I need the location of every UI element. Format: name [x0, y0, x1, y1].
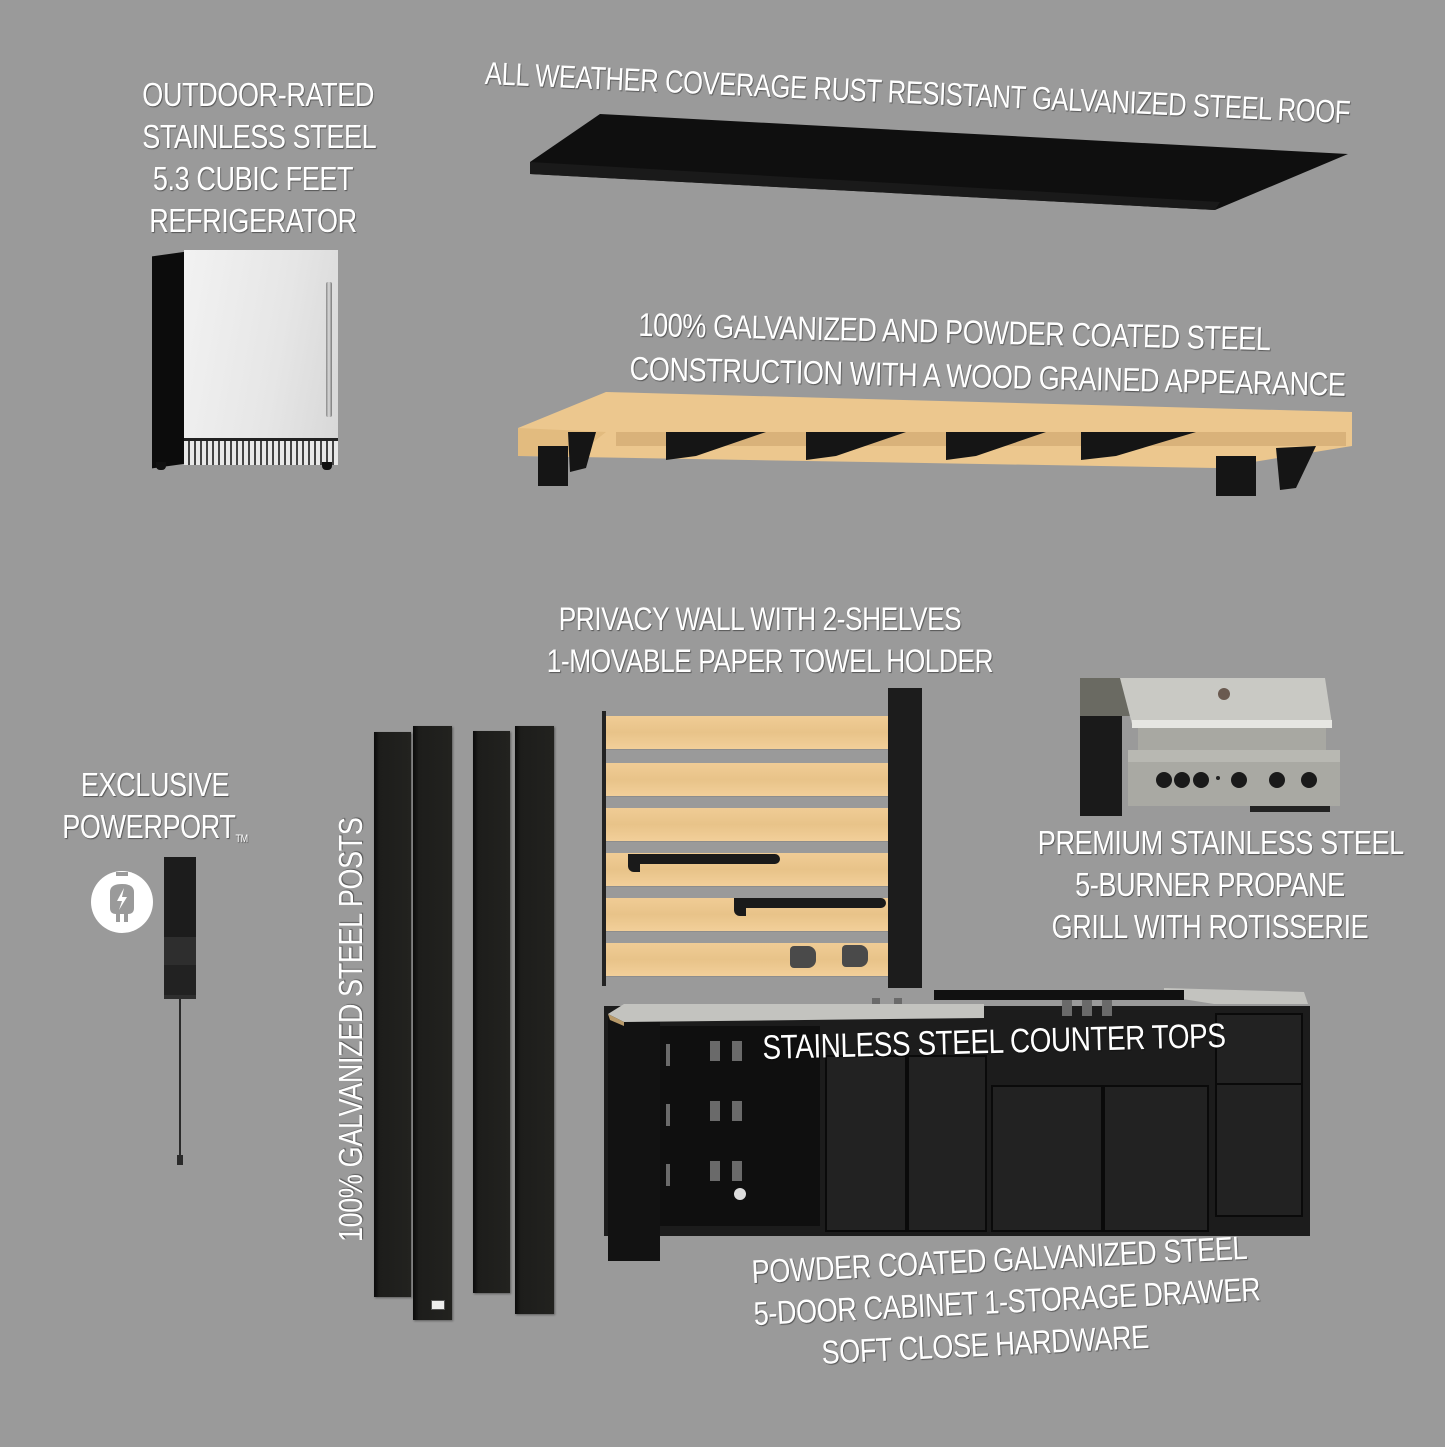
- grill-label-line: 5-BURNER PROPANE: [1075, 866, 1345, 903]
- privacy-wall-label-line: 1-MOVABLE PAPER TOWEL HOLDER: [546, 643, 994, 679]
- refrigerator-grille: [184, 438, 338, 465]
- refrigerator-handle: [326, 282, 332, 417]
- refrigerator-foot: [156, 462, 166, 470]
- refrigerator-foot: [322, 462, 332, 470]
- pergola-beam-image: [518, 392, 1352, 496]
- grill-label-line: PREMIUM STAINLESS STEEL: [1037, 824, 1404, 861]
- refrigerator-label-line: STAINLESS STEEL: [142, 118, 377, 155]
- grill-image: [1080, 678, 1340, 816]
- towel-holder-bracket: [842, 945, 868, 967]
- wall-slat: [606, 716, 891, 749]
- roof-panel-image: [530, 114, 1348, 210]
- refrigerator-label-line: REFRIGERATOR: [149, 202, 357, 239]
- steel-post: [473, 731, 510, 1293]
- privacy-wall-frame: [602, 711, 606, 986]
- wall-shelf: [734, 898, 886, 916]
- posts-label: 100% GALVANIZED STEEL POSTS: [332, 817, 369, 1242]
- refrigerator-side: [152, 251, 186, 469]
- privacy-wall-label-line: PRIVACY WALL WITH 2-SHELVES: [558, 601, 962, 637]
- cabinet-label: POWDER COATED GALVANIZED STEEL 5-DOOR CA…: [751, 1229, 1261, 1377]
- cabinet-image: [604, 988, 1310, 1261]
- powerport-label-line: POWERPORT: [62, 808, 236, 845]
- privacy-wall-label: PRIVACY WALL WITH 2-SHELVES 1-MOVABLE PA…: [546, 598, 994, 682]
- privacy-wall-image: [602, 688, 932, 988]
- refrigerator-label-line: 5.3 CUBIC FEET: [152, 160, 354, 197]
- wall-slat: [606, 808, 891, 841]
- towel-holder-bracket: [790, 946, 816, 968]
- wall-slat: [606, 763, 891, 796]
- steel-post: [515, 726, 554, 1314]
- steel-post: [374, 732, 411, 1297]
- refrigerator-image: [152, 248, 342, 473]
- powerport-label: EXCLUSIVE POWERPORTTM: [61, 764, 250, 860]
- steel-post: [413, 726, 452, 1320]
- refrigerator-label: OUTDOOR-RATED STAINLESS STEEL 5.3 CUBIC …: [142, 74, 377, 242]
- grill-label: PREMIUM STAINLESS STEEL 5-BURNER PROPANE…: [1037, 822, 1404, 948]
- post-light-icon: [431, 1300, 445, 1310]
- plug-lightning-icon: [91, 871, 153, 933]
- powerport-label-line: EXCLUSIVE: [80, 766, 230, 803]
- powerport-device-image: [164, 857, 196, 1165]
- wall-shelf: [628, 854, 780, 872]
- trademark-symbol: TM: [235, 833, 249, 845]
- grill-label-line: GRILL WITH ROTISSERIE: [1051, 908, 1369, 945]
- refrigerator-label-line: OUTDOOR-RATED: [142, 76, 374, 113]
- refrigerator-door: [184, 250, 338, 438]
- privacy-wall-post: [888, 688, 922, 988]
